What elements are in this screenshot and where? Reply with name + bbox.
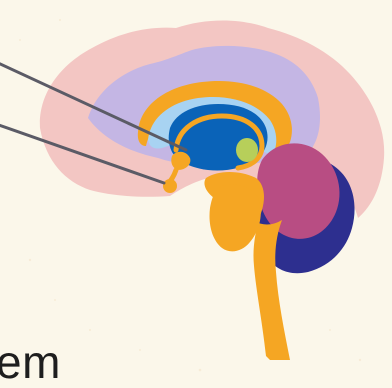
pons xyxy=(210,185,261,252)
green-structure xyxy=(236,138,258,162)
caption-fragment: em xyxy=(0,334,61,388)
pituitary-gland xyxy=(163,179,177,193)
